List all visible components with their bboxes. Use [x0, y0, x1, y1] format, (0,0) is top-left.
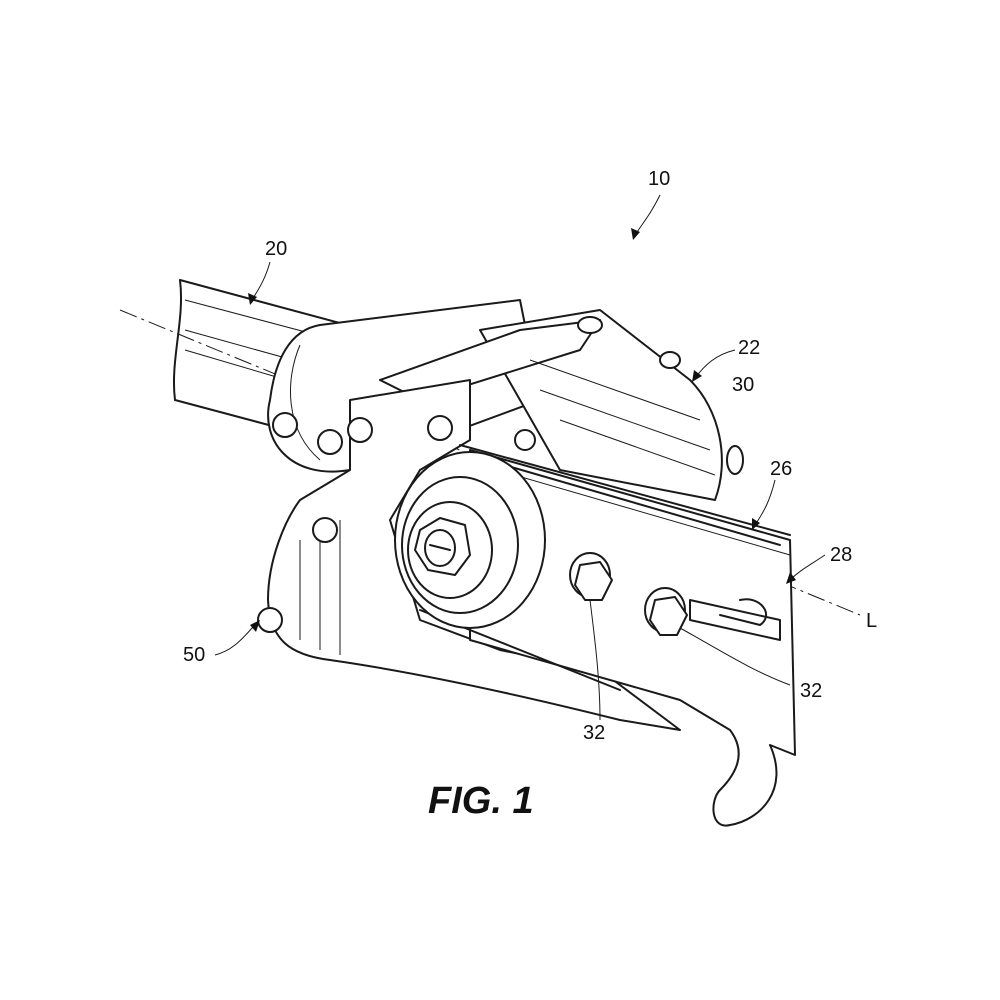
- pulley: [395, 452, 545, 628]
- label-32-right: 32: [800, 680, 822, 703]
- label-10: 10: [648, 168, 670, 191]
- label-20: 20: [265, 238, 287, 261]
- label-22: 22: [738, 337, 760, 360]
- label-30: 30: [732, 374, 754, 397]
- label-26: 26: [770, 458, 792, 481]
- label-28: 28: [830, 544, 852, 567]
- label-L: L: [866, 610, 877, 633]
- label-50: 50: [183, 644, 205, 667]
- label-32-left: 32: [583, 722, 605, 745]
- figure-title: FIG. 1: [428, 780, 534, 823]
